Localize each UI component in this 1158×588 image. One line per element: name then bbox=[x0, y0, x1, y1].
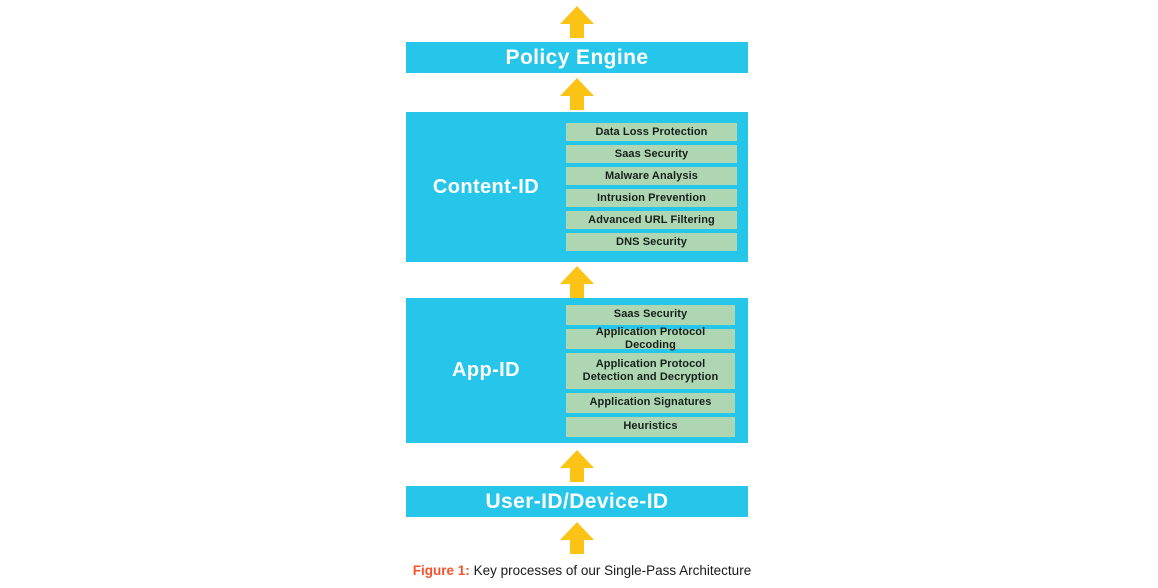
figure-caption: Figure 1: Key processes of our Single-Pa… bbox=[406, 563, 758, 578]
arrow-head bbox=[560, 78, 594, 96]
block-policy-engine: Policy Engine bbox=[406, 42, 748, 73]
block-content-id-label: Content-ID bbox=[406, 176, 566, 199]
block-content-id-items: Data Loss Protection Saas Security Malwa… bbox=[566, 123, 748, 251]
block-app-id-title: App-ID bbox=[452, 359, 520, 381]
arrow-stem bbox=[570, 95, 584, 110]
arrow-stem bbox=[570, 539, 584, 554]
arrow-stem bbox=[570, 467, 584, 482]
list-item: Malware Analysis bbox=[566, 167, 737, 185]
arrow-policy-to-content-icon bbox=[560, 78, 594, 110]
list-item: Saas Security bbox=[566, 145, 737, 163]
list-item: Advanced URL Filtering bbox=[566, 211, 737, 229]
arrow-above-policy-engine-icon bbox=[560, 6, 594, 38]
block-user-device-id: User-ID/Device-ID bbox=[406, 486, 748, 517]
list-item: Data Loss Protection bbox=[566, 123, 737, 141]
block-app-id-items: Saas Security Application Protocol Decod… bbox=[566, 304, 748, 437]
arrow-stem bbox=[570, 283, 584, 298]
list-item: Heuristics bbox=[566, 416, 735, 437]
list-item: DNS Security bbox=[566, 233, 737, 251]
block-user-device-id-title: User-ID/Device-ID bbox=[485, 489, 669, 513]
figure-caption-text: Key processes of our Single-Pass Archite… bbox=[469, 563, 752, 578]
figure-caption-label: Figure 1: bbox=[412, 563, 470, 578]
arrow-head bbox=[560, 6, 594, 24]
list-item: Application Signatures bbox=[566, 392, 735, 413]
arrow-app-to-userid-icon bbox=[560, 450, 594, 482]
arrow-head bbox=[560, 266, 594, 284]
arrow-stem bbox=[570, 23, 584, 38]
list-item: Saas Security bbox=[566, 304, 735, 325]
list-item: Application Protocol Decoding bbox=[566, 326, 735, 351]
list-item: Intrusion Prevention bbox=[566, 189, 737, 207]
block-policy-engine-title: Policy Engine bbox=[505, 45, 649, 69]
block-content-id-title: Content-ID bbox=[432, 175, 540, 198]
list-item: Application Protocol Detection and Decry… bbox=[566, 352, 735, 389]
arrow-content-to-app-icon bbox=[560, 266, 594, 298]
block-app-id: App-ID Saas Security Application Protoco… bbox=[406, 298, 748, 443]
arrow-below-userid-icon bbox=[560, 522, 594, 554]
arrow-head bbox=[560, 450, 594, 468]
arrow-head bbox=[560, 522, 594, 540]
block-content-id: Content-ID Data Loss Protection Saas Sec… bbox=[406, 112, 748, 262]
block-app-id-label: App-ID bbox=[406, 359, 566, 382]
